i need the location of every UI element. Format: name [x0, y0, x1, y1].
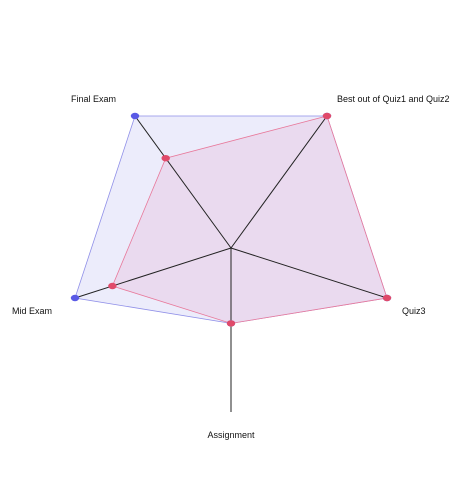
labels-layer: Best out of Quiz1 and Quiz2Quiz3Assignme…	[12, 94, 450, 440]
axis-label-best-out-of-quiz1-and-quiz2: Best out of Quiz1 and Quiz2	[337, 94, 450, 104]
series-2-area	[111, 115, 388, 324]
series-layer	[74, 115, 388, 324]
series-2-point-assignment	[226, 320, 236, 327]
axis-line-best-out-of-quiz1-and-quiz2	[230, 115, 328, 249]
axis-label-assignment: Assignment	[207, 430, 255, 440]
axis-line-mid-exam	[74, 247, 232, 299]
axis-line-final-exam	[134, 115, 232, 249]
axis-label-mid-exam: Mid Exam	[12, 306, 52, 316]
series-2-point-mid-exam	[108, 282, 117, 290]
axis-label-final-exam: Final Exam	[71, 94, 116, 104]
series-1-point-final-exam	[130, 112, 140, 120]
series-2-point-quiz3	[382, 294, 392, 302]
axis-label-quiz3: Quiz3	[402, 306, 426, 316]
axis-line-quiz3	[230, 247, 388, 299]
series-1-point-mid-exam	[70, 294, 80, 302]
axes-layer	[74, 115, 388, 412]
points-layer	[70, 112, 392, 327]
series-2-point-best-out-of-quiz1-and-quiz2	[322, 112, 332, 120]
series-2-point-final-exam	[161, 155, 170, 162]
